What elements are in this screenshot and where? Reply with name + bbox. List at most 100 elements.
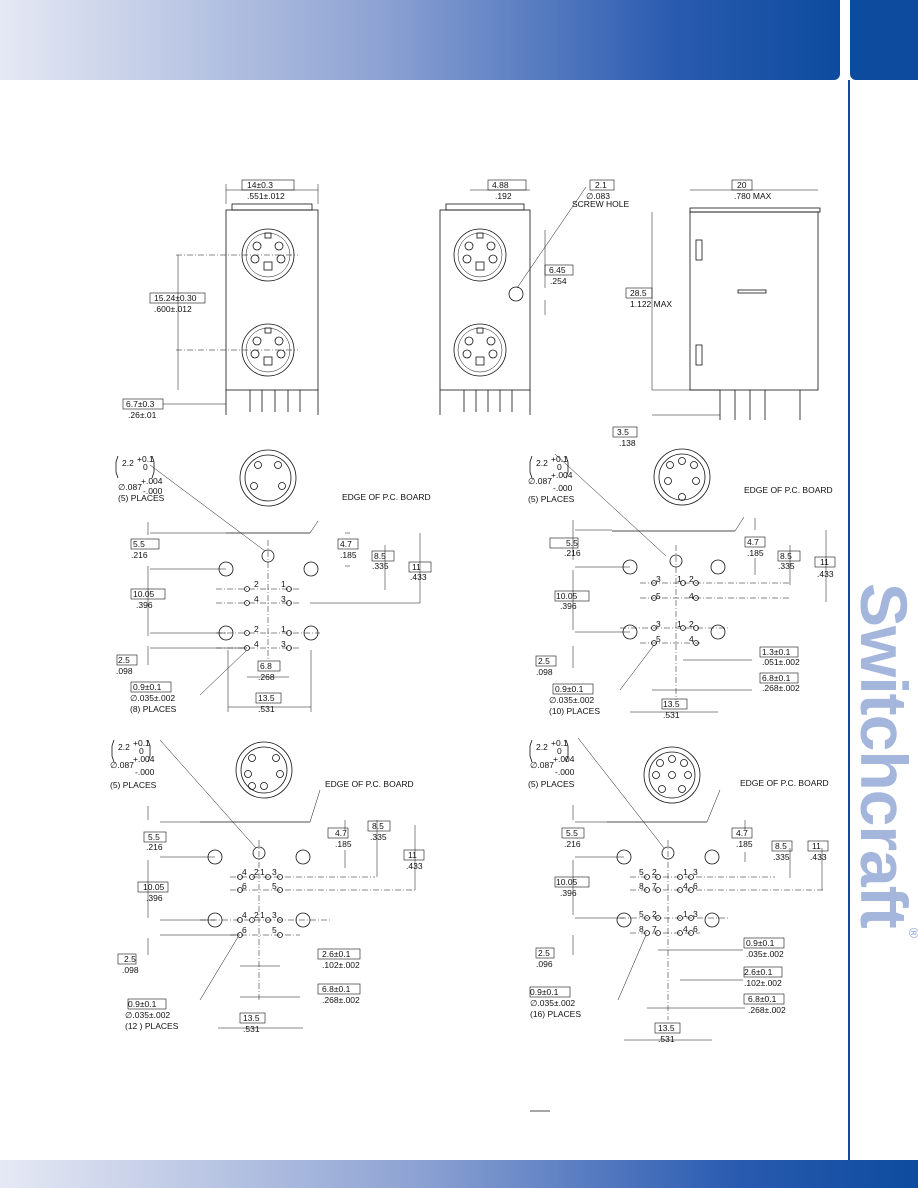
svg-text:.396: .396 (146, 893, 163, 903)
pin-number: 3 (272, 910, 277, 920)
svg-text:0: 0 (557, 462, 562, 472)
pin-number: 3 (272, 867, 277, 877)
svg-text:.185: .185 (747, 548, 764, 558)
svg-text:.185: .185 (335, 839, 352, 849)
svg-text:.26±.01: .26±.01 (128, 410, 157, 420)
pin-number: 4 (689, 634, 694, 644)
svg-text:4.7: 4.7 (340, 539, 352, 549)
pin-number: 2 (254, 910, 259, 920)
svg-text:+0.1: +0.1 (551, 454, 568, 464)
pin-number: 2 (689, 619, 694, 629)
pin-number: 7 (652, 924, 657, 934)
pin-number: 4 (254, 594, 259, 604)
svg-text:.531: .531 (243, 1024, 260, 1034)
pin-number: 5 (656, 591, 661, 601)
pin-number: 5 (639, 867, 644, 877)
pin-number: 3 (693, 909, 698, 919)
svg-text:.433: .433 (810, 852, 827, 862)
pin-number: 1 (260, 867, 265, 877)
svg-text:13.5: 13.5 (663, 699, 680, 709)
svg-text:.433: .433 (406, 861, 423, 871)
svg-text:.433: .433 (817, 569, 834, 579)
svg-text:+.004: +.004 (133, 754, 155, 764)
svg-text:.396: .396 (560, 601, 577, 611)
svg-text:11: 11 (812, 841, 821, 851)
svg-text:11: 11 (408, 850, 417, 860)
svg-text:2.2: 2.2 (536, 742, 548, 752)
front-view-dual-dims: 14±0.3 .551±.012 15.24±0.30 .600±.012 6.… (122, 179, 319, 420)
svg-text:.102±.002: .102±.002 (322, 960, 360, 970)
svg-text:13.5: 13.5 (243, 1013, 260, 1023)
svg-text:0.9±0.1: 0.9±0.1 (746, 938, 775, 948)
svg-text:+.004: +.004 (141, 476, 163, 486)
side-divider (848, 80, 850, 1160)
pin-number: 7 (652, 881, 657, 891)
svg-text:2.2: 2.2 (536, 458, 548, 468)
pin-number: 3 (281, 639, 286, 649)
svg-text:14±0.3: 14±0.3 (247, 180, 273, 190)
svg-text:2.6±0.1: 2.6±0.1 (322, 949, 351, 959)
svg-text:6.8±0.1: 6.8±0.1 (762, 673, 791, 683)
svg-text:13.5: 13.5 (258, 693, 275, 703)
svg-text:∅.083: ∅.083 (586, 191, 610, 201)
svg-text:8.5: 8.5 (780, 551, 792, 561)
svg-text:(5) PLACES: (5) PLACES (110, 780, 157, 790)
svg-text:5.5: 5.5 (148, 832, 160, 842)
svg-text:(5) PLACES: (5) PLACES (528, 494, 575, 504)
svg-text:6.7±0.3: 6.7±0.3 (126, 399, 155, 409)
svg-text:.185: .185 (340, 550, 357, 560)
svg-text:.216: .216 (564, 839, 581, 849)
svg-text:.268: .268 (258, 672, 275, 682)
svg-text:EDGE OF P.C. BOARD: EDGE OF P.C. BOARD (740, 778, 829, 788)
pin-number: 1 (281, 579, 286, 589)
svg-text:-.000: -.000 (553, 483, 573, 493)
svg-text:11: 11 (412, 562, 421, 572)
pin-number: 2 (652, 909, 657, 919)
svg-text:.216: .216 (146, 842, 163, 852)
svg-text:.780 MAX: .780 MAX (734, 191, 772, 201)
svg-text:+.004: +.004 (553, 754, 575, 764)
svg-text:.035±.002: .035±.002 (746, 949, 784, 959)
svg-text:.531: .531 (663, 710, 680, 720)
pin-number: 3 (656, 574, 661, 584)
svg-text:15.24±0.30: 15.24±0.30 (154, 293, 197, 303)
svg-text:0.9±0.1: 0.9±0.1 (555, 684, 584, 694)
svg-text:SCREW HOLE: SCREW HOLE (572, 199, 629, 209)
svg-text:-.000: -.000 (555, 767, 575, 777)
side-view-dims: 20 .780 MAX 28.5 1.122 MAX 3.5 .138 (612, 179, 818, 448)
svg-text:0: 0 (143, 462, 148, 472)
pin-number: 4 (242, 867, 247, 877)
svg-text:4.7: 4.7 (736, 828, 748, 838)
svg-text:.268±.002: .268±.002 (322, 995, 360, 1005)
pin-number: 4 (683, 881, 688, 891)
svg-text:6.8: 6.8 (260, 661, 272, 671)
svg-text:+.004: +.004 (551, 470, 573, 480)
pin-number: 1 (677, 619, 682, 629)
svg-text:2.2: 2.2 (122, 458, 134, 468)
svg-text:∅.035±.002: ∅.035±.002 (530, 998, 575, 1008)
pin-number: 4 (689, 591, 694, 601)
svg-text:+0.1: +0.1 (551, 738, 568, 748)
svg-text:∅.087: ∅.087 (530, 760, 554, 770)
pin-number: 8 (639, 881, 644, 891)
svg-text:5.5: 5.5 (566, 828, 578, 838)
front-view-screw-dims: 4.88 .192 2.1 ∅.083 SCREW HOLE 6.45 .254 (470, 179, 629, 315)
footprint-8pin-labels: 2.2 +0.1 0 ∅.087 +.004 -.000 (5) PLACES … (528, 738, 829, 1044)
pin-number: 1 (281, 624, 286, 634)
svg-text:2.5: 2.5 (124, 954, 136, 964)
svg-text:.268±.002: .268±.002 (748, 1005, 786, 1015)
svg-text:2.5: 2.5 (538, 656, 550, 666)
svg-text:10.05: 10.05 (143, 882, 165, 892)
svg-text:8.5: 8.5 (374, 551, 386, 561)
front-view-screw (439, 203, 531, 415)
svg-text:6.8±0.1: 6.8±0.1 (322, 984, 351, 994)
pin-number: 5 (272, 881, 277, 891)
footer-band (0, 1160, 918, 1188)
svg-text:∅.035±.002: ∅.035±.002 (125, 1010, 170, 1020)
svg-text:13.5: 13.5 (658, 1023, 675, 1033)
svg-text:6.8±0.1: 6.8±0.1 (748, 994, 777, 1004)
svg-text:.396: .396 (560, 888, 577, 898)
svg-text:.051±.002: .051±.002 (762, 657, 800, 667)
svg-text:EDGE OF P.C. BOARD: EDGE OF P.C. BOARD (744, 485, 833, 495)
